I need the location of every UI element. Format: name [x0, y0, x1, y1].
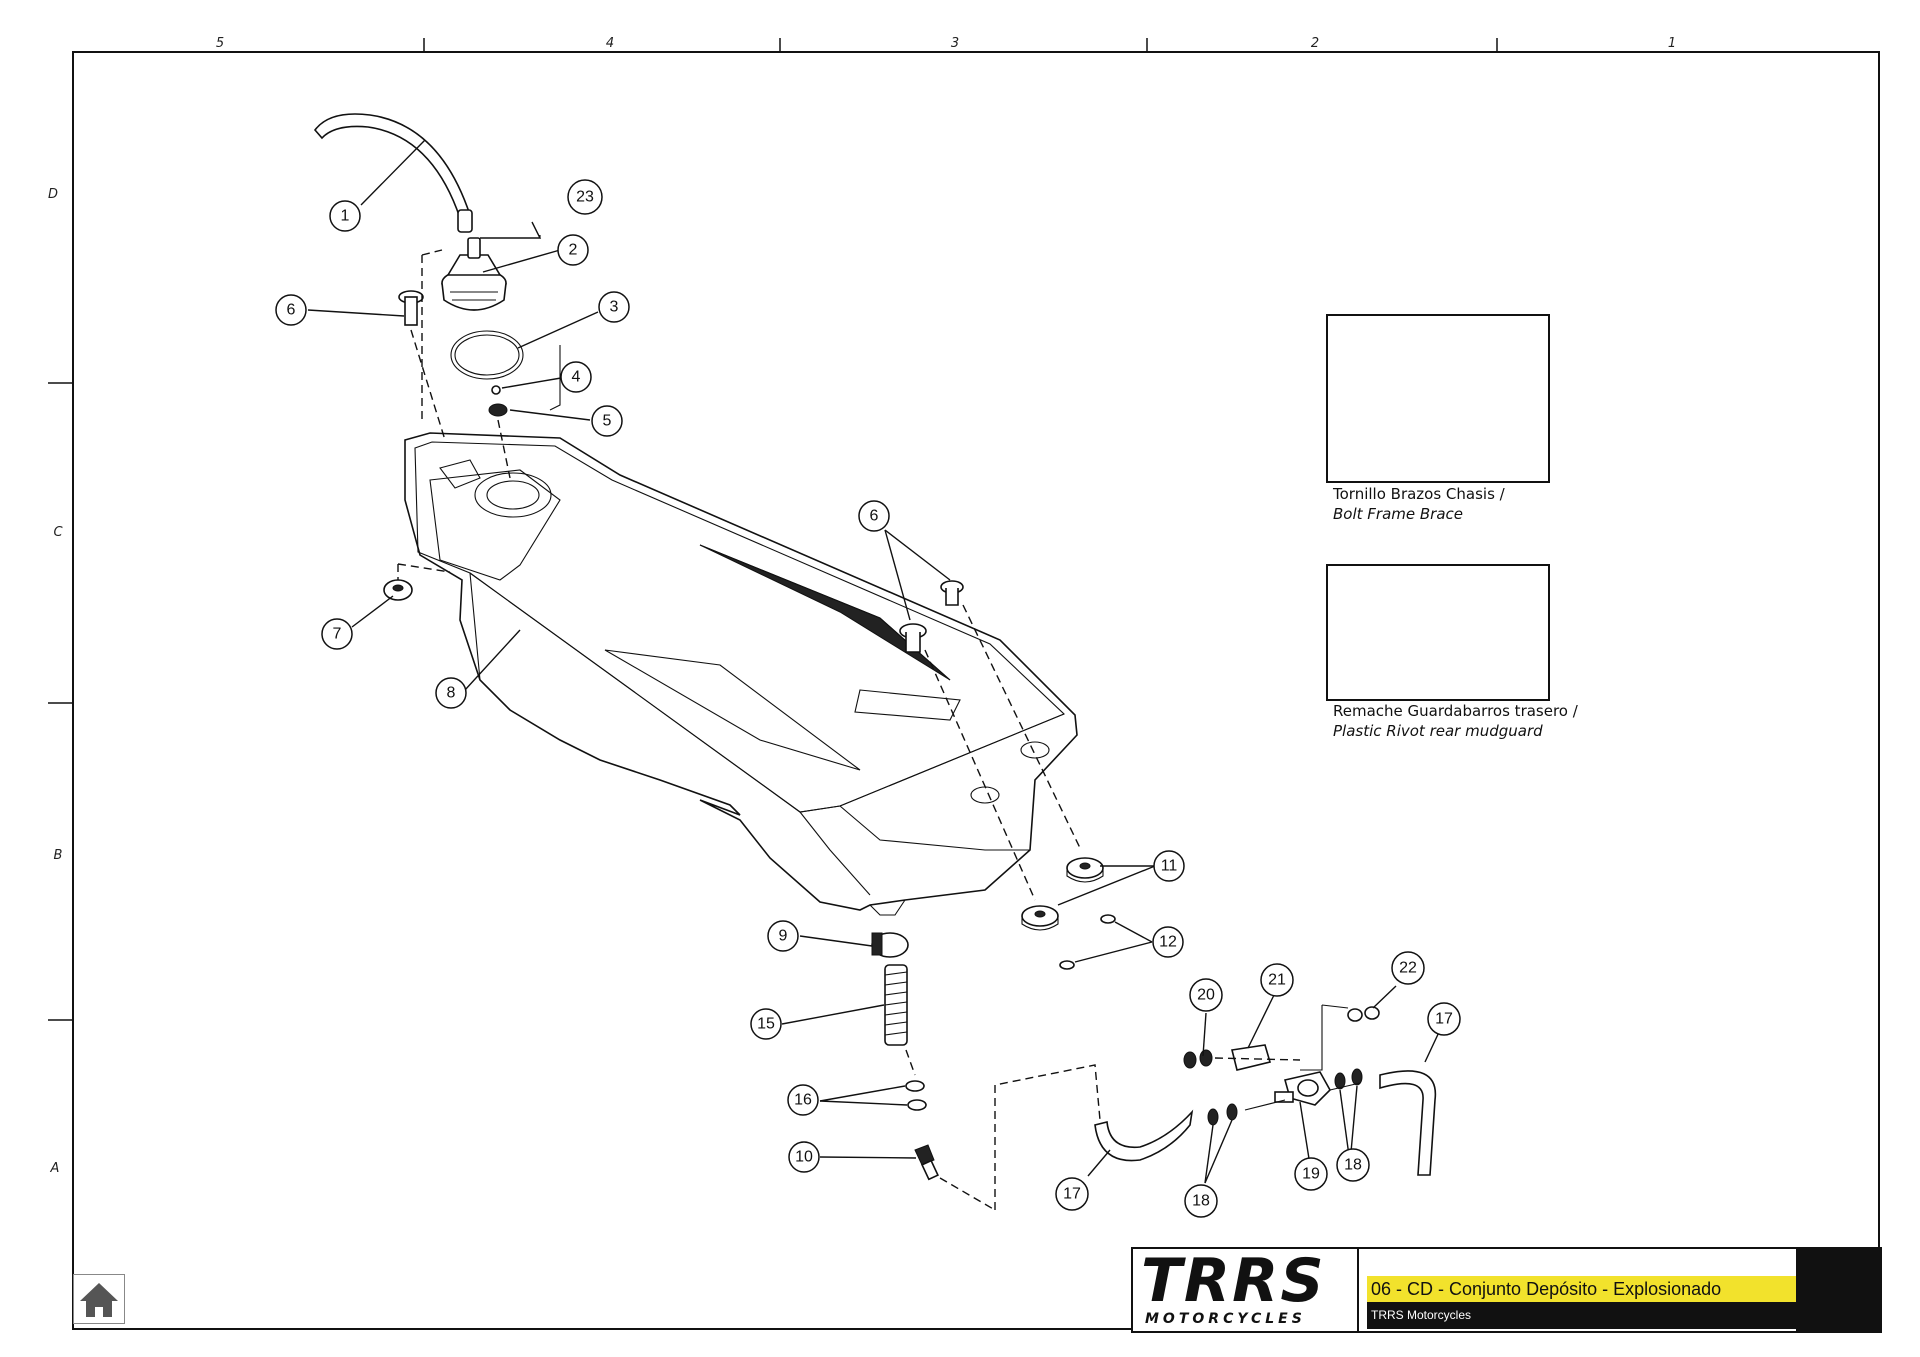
trrs-logo: TRRS MOTORCYCLES	[1133, 1249, 1359, 1331]
zone-row-a: A	[50, 1161, 60, 1176]
callout-20: 20	[1197, 987, 1215, 1004]
drawing-subtitle: TRRS Motorcycles	[1367, 1302, 1798, 1329]
callout-5: 5	[603, 413, 612, 430]
callout-11: 11	[1161, 858, 1178, 875]
home-icon	[80, 1283, 118, 1317]
callout-4: 4	[572, 369, 581, 386]
logo-text: TRRS	[1141, 1246, 1326, 1316]
callout-6-rear: 6	[870, 508, 879, 525]
bracket-nuts	[1300, 1004, 1380, 1071]
zone-col-4: 4	[606, 36, 614, 51]
check-ball	[491, 385, 501, 395]
callout-2: 2	[569, 242, 578, 259]
hose-fitting	[457, 209, 473, 233]
zone-col-2: 2	[1311, 36, 1319, 51]
zone-col-3: 3	[951, 36, 959, 51]
callout-21: 21	[1268, 972, 1286, 989]
zone-col-1: 1	[1668, 36, 1676, 51]
zone-row-b: B	[54, 848, 63, 863]
detail-caption-rivet: Remache Guardabarros trasero / Plastic R…	[1333, 701, 1578, 741]
callout-1: 1	[341, 208, 350, 225]
logo-subtext: MOTORCYCLES	[1145, 1311, 1306, 1327]
badge-cell	[1796, 1249, 1880, 1331]
callout-19: 19	[1302, 1166, 1320, 1183]
zone-row-c: C	[53, 525, 63, 540]
drain-screw	[914, 1144, 939, 1181]
detail-box-rivet	[1326, 564, 1550, 701]
callout-18-right: 18	[1344, 1157, 1362, 1174]
callout-12: 12	[1159, 934, 1177, 951]
bolt-top	[398, 290, 424, 326]
fuel-tank	[404, 432, 1078, 916]
zone-row-d: D	[48, 187, 58, 202]
fuel-hose-right	[1379, 1070, 1437, 1176]
callout-22: 22	[1399, 960, 1417, 977]
callout-16: 16	[794, 1092, 812, 1109]
rivet-caption-english: Plastic Rivot rear mudguard	[1333, 722, 1543, 740]
bolts-rear	[899, 580, 964, 653]
callout-7: 7	[333, 626, 342, 643]
home-button[interactable]	[73, 1274, 125, 1324]
tap-washers	[1183, 1049, 1213, 1069]
bolt-caption-english: Bolt Frame Brace	[1333, 505, 1464, 523]
fuel-filter	[884, 964, 908, 1046]
sealing-washers	[905, 1080, 927, 1111]
small-nuts	[1059, 914, 1116, 970]
breather-valve	[488, 403, 508, 417]
callout-18-left: 18	[1192, 1193, 1210, 1210]
hose-clamp	[871, 932, 909, 958]
zone-ticks	[48, 38, 1498, 1021]
zone-col-5: 5	[216, 36, 224, 51]
leader-lines	[307, 139, 1441, 1184]
rubber-washers	[1021, 857, 1104, 931]
callout-6: 6	[287, 302, 296, 319]
callout-8: 8	[447, 685, 456, 702]
callout-10: 10	[795, 1149, 813, 1166]
fuel-hose-left	[1094, 1109, 1194, 1162]
detail-box-bolt	[1326, 314, 1550, 483]
title-cell: 06 - CD - Conjunto Depósito - Explosiona…	[1359, 1249, 1798, 1331]
callout-3: 3	[610, 299, 619, 316]
drawing-frame	[72, 51, 1880, 1330]
callout-23: 23	[576, 189, 594, 206]
detail-caption-bolt: Tornillo Brazos Chasis / Bolt Frame Brac…	[1333, 484, 1505, 524]
fuel-cap	[441, 237, 507, 311]
o-ring	[450, 330, 524, 380]
bolt-caption-spanish: Tornillo Brazos Chasis /	[1333, 485, 1505, 503]
callout-17-left: 17	[1063, 1186, 1081, 1203]
rivet-caption-spanish: Remache Guardabarros trasero /	[1333, 702, 1578, 720]
callout-15: 15	[757, 1016, 775, 1033]
callout-17-right: 17	[1435, 1011, 1453, 1028]
tap-bracket	[1214, 1044, 1301, 1071]
drawing-title: 06 - CD - Conjunto Depósito - Explosiona…	[1367, 1276, 1798, 1302]
title-block: TRRS MOTORCYCLES 06 - CD - Conjunto Depó…	[1131, 1247, 1882, 1333]
callout-9: 9	[779, 928, 788, 945]
grommet	[383, 579, 413, 601]
fuel-tap	[1244, 1071, 1361, 1111]
